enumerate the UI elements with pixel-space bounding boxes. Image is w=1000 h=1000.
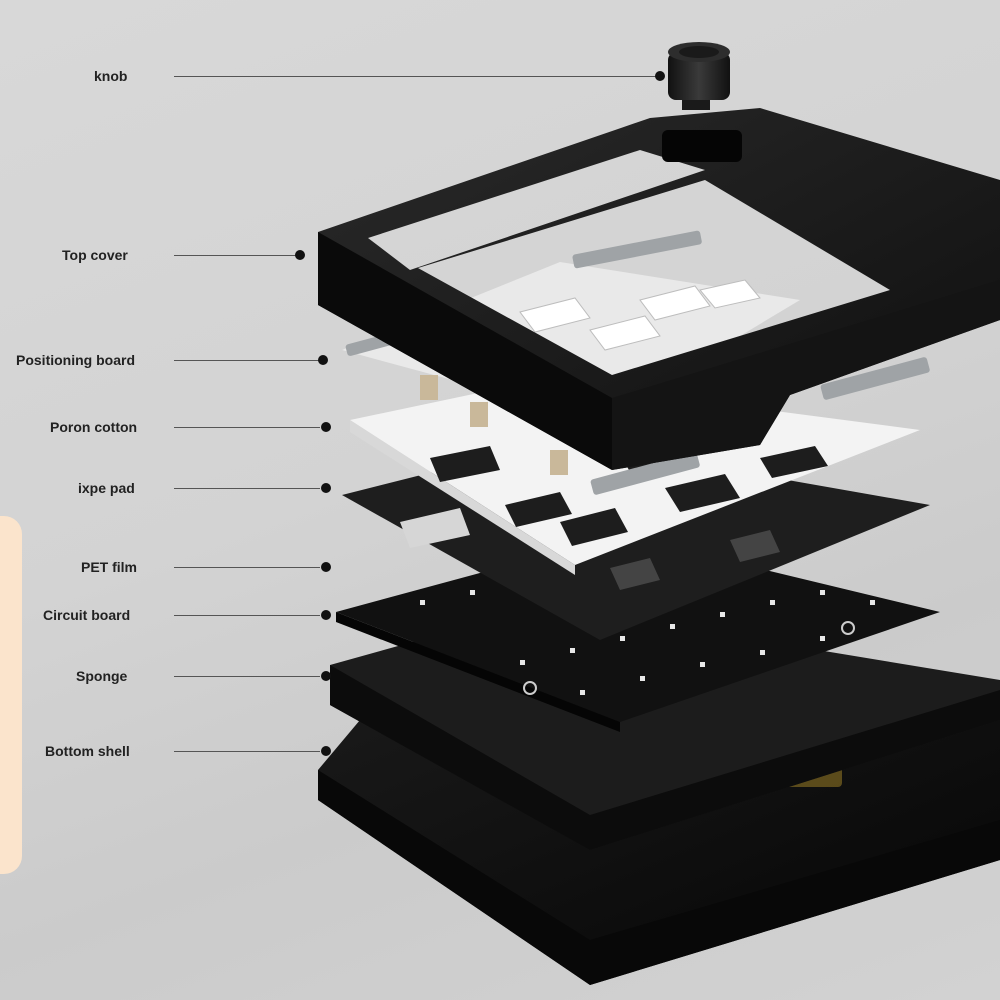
leader-dot bbox=[321, 422, 331, 432]
callout-top-cover: Top cover bbox=[0, 245, 340, 265]
callout-label: PET film bbox=[81, 559, 138, 575]
knob-socket bbox=[662, 130, 742, 162]
leader-dot bbox=[321, 562, 331, 572]
callout-poron-cotton: Poron cotton bbox=[0, 417, 340, 437]
callout-label: Poron cotton bbox=[50, 419, 138, 435]
leader-line bbox=[174, 488, 320, 489]
callout-sponge: Sponge bbox=[0, 666, 340, 686]
leader-dot bbox=[321, 483, 331, 493]
callout-label: Positioning board bbox=[16, 352, 135, 368]
leader-dot bbox=[321, 671, 331, 681]
leader-line bbox=[174, 360, 320, 361]
callout-bottom-shell: Bottom shell bbox=[0, 741, 340, 761]
top-cover-part bbox=[318, 108, 1000, 470]
callout-label: knob bbox=[94, 68, 128, 84]
leader-line bbox=[174, 615, 320, 616]
callout-positioning-board: Positioning board bbox=[0, 350, 340, 370]
side-tab[interactable] bbox=[0, 516, 22, 874]
leader-dot bbox=[655, 71, 665, 81]
knob-part bbox=[668, 42, 730, 110]
callout-knob: knob bbox=[0, 66, 665, 86]
leader-line bbox=[174, 751, 320, 752]
callout-labels: knob Top cover Positioning board Poron c… bbox=[0, 0, 665, 1000]
circuit-board-part bbox=[336, 535, 940, 732]
leader-line bbox=[174, 676, 320, 677]
leader-dot bbox=[318, 355, 328, 365]
callout-pet-film: PET film bbox=[0, 557, 340, 577]
leader-line bbox=[174, 427, 320, 428]
leader-dot bbox=[295, 250, 305, 260]
callout-label: Top cover bbox=[62, 247, 128, 263]
leader-line bbox=[174, 567, 320, 568]
leader-line bbox=[174, 255, 298, 256]
callout-label: Bottom shell bbox=[45, 743, 130, 759]
callout-label: Circuit board bbox=[43, 607, 131, 623]
callout-label: Sponge bbox=[76, 668, 128, 684]
callout-circuit-board: Circuit board bbox=[0, 605, 340, 625]
callout-label: ixpe pad bbox=[78, 480, 135, 496]
leader-dot bbox=[321, 746, 331, 756]
leader-line bbox=[174, 76, 660, 77]
leader-dot bbox=[321, 610, 331, 620]
callout-ixpe-pad: ixpe pad bbox=[0, 478, 340, 498]
